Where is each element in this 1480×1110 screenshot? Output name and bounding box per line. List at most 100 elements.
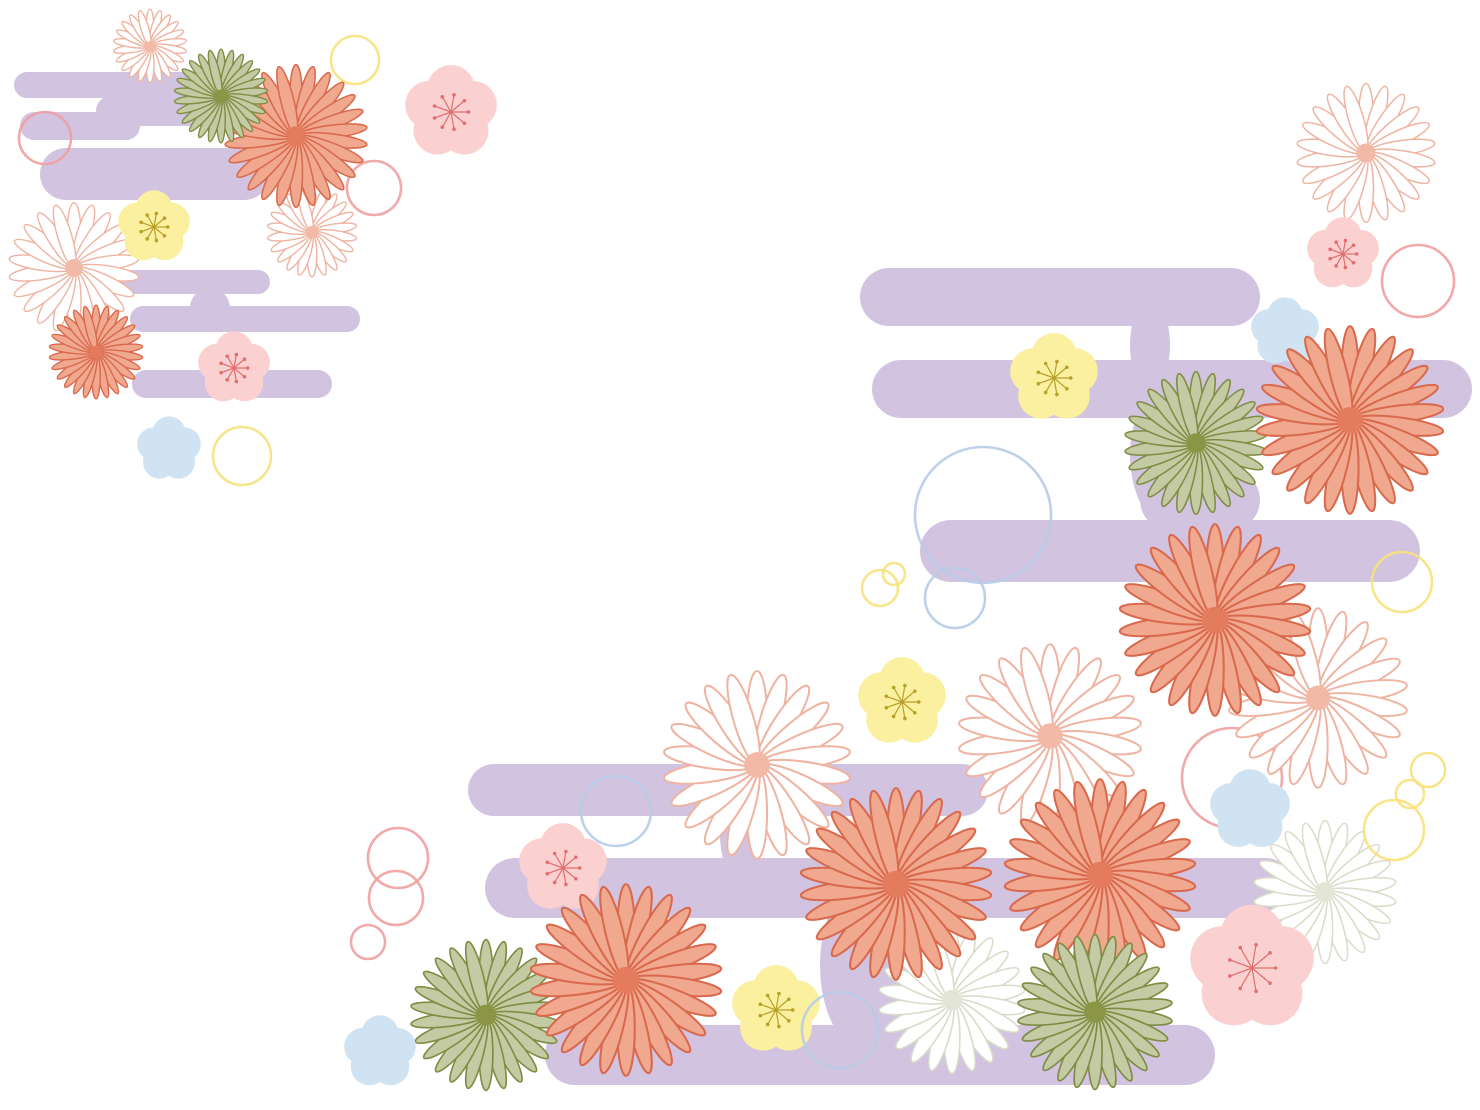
plum-stamen-tip [574,855,578,860]
plum-stamen-tip [1068,376,1073,380]
chrysanthemum-coral [799,787,993,981]
plum-blossom-yellow [858,657,946,743]
plum-stamen [775,998,790,1011]
plum-stamen-tip [1043,390,1048,395]
plum-stamen [441,111,452,128]
plum-stamen-tip [1254,989,1258,994]
plum-stamen-tip [758,1002,763,1007]
plum-stamen [886,695,903,703]
plum-stamen-tip [1228,958,1232,962]
plum-stamen-tip [884,694,889,699]
plum-stamen [220,362,235,369]
plum-stamen [146,214,155,228]
plum-stamen [1038,371,1055,379]
plum-stamen [562,867,577,880]
plum-stamen [1342,253,1354,264]
plum-stamen-tip [219,361,223,366]
plum-stamen-tip [162,233,167,238]
plum-stamen [153,213,157,228]
plum-stamen [1251,952,1271,969]
plum-stamen-tip [440,95,445,99]
plum-stamen-tip [1254,942,1258,947]
plum-stamen-tip [1351,260,1356,265]
plum-core [1228,788,1272,832]
chrysanthemum-outline [663,670,851,860]
plum-stamen [220,367,235,374]
plum-stamen [901,701,916,714]
plum-stamen-tip [545,860,550,865]
ring-blue [579,774,653,848]
plum-stamen-tip [758,1013,763,1018]
plum-blossom-yellow [118,190,190,261]
plum-stamen-tip [1334,264,1338,268]
kasumi-cloud [14,72,214,98]
plum-core [360,1032,400,1072]
plum-stamen-tip [234,379,239,384]
plum-stamen-tip [577,866,582,870]
rings-front [800,751,1447,1070]
plum-stamen-tip [452,92,456,97]
chrysanthemum-center [1086,861,1114,889]
rings-back [17,34,1456,961]
chrysanthemum-outline [112,8,188,84]
plum-stamen [760,1009,777,1017]
plum-stamen [901,690,916,703]
ring-pink [345,159,403,217]
plum-stamen-tip [242,374,247,379]
plum-stamen-tip [913,689,917,694]
plum-stamen-tip [162,216,167,221]
plum-stamen-tip [545,871,550,876]
plum-stamen [901,685,906,703]
plum-stamen [226,355,235,369]
chrysanthemum-center [1186,433,1206,453]
chrysanthemum-center [1037,723,1063,749]
chrysanthemum-center [1356,143,1376,163]
plum-stamen-tip [574,876,578,881]
plum-stamen [554,853,564,869]
plum-stamen-tip [466,110,471,114]
plum-stamen-tip [1238,945,1243,950]
chrysanthemum-center [1084,1001,1106,1023]
plum-stamen [140,221,155,228]
chrysanthemum-olive [410,938,562,1092]
plum-stamen [1239,947,1253,969]
plum-stamen-tip [790,1008,795,1012]
plum-stamen [547,861,564,869]
chrysanthemum-olive [1017,933,1173,1091]
chrysanthemum-center [612,966,640,994]
ring-pink [17,110,73,166]
plum-stamen-tip [916,700,921,704]
plum-stamen-tip [765,1022,770,1027]
plum-blossom-pink [198,331,270,402]
plum-blossom-yellow [1010,333,1098,419]
chrysanthemum-center [214,89,228,103]
plum-stamen [1038,377,1055,385]
kasumi-cloud [120,270,270,294]
chrysanthemum-outline [8,202,140,334]
ring-yellow [1409,751,1447,789]
plum-stamen-tip [1228,974,1232,978]
plum-stamen [1251,944,1257,969]
plum-stamen [140,226,155,233]
plum-stamen-tip [787,997,791,1002]
ring-yellow [1362,798,1426,862]
plum-stamen-tip [139,229,143,234]
plum-stamen-tip [1354,252,1359,256]
plum-stamen [775,1009,790,1022]
ring-yellow [211,425,273,487]
plum-stamen [450,94,455,113]
kasumi-cloud [190,288,230,328]
plum-stamen [1053,377,1058,395]
ring-blue [913,445,1053,585]
chrysanthemum-outline [1296,82,1436,224]
chrysanthemum-center [65,259,83,277]
flowers [8,8,1445,1092]
plum-stamen [1329,248,1344,255]
plum-stamen-tip [1238,986,1243,991]
plum-stamen [226,367,235,381]
plum-stamen [1342,240,1346,255]
plum-stamen-tip [564,849,568,854]
plum-blossom-blue [1251,297,1319,364]
plum-stamen-tip [1065,365,1069,370]
chrysanthemum-center [1315,882,1335,902]
